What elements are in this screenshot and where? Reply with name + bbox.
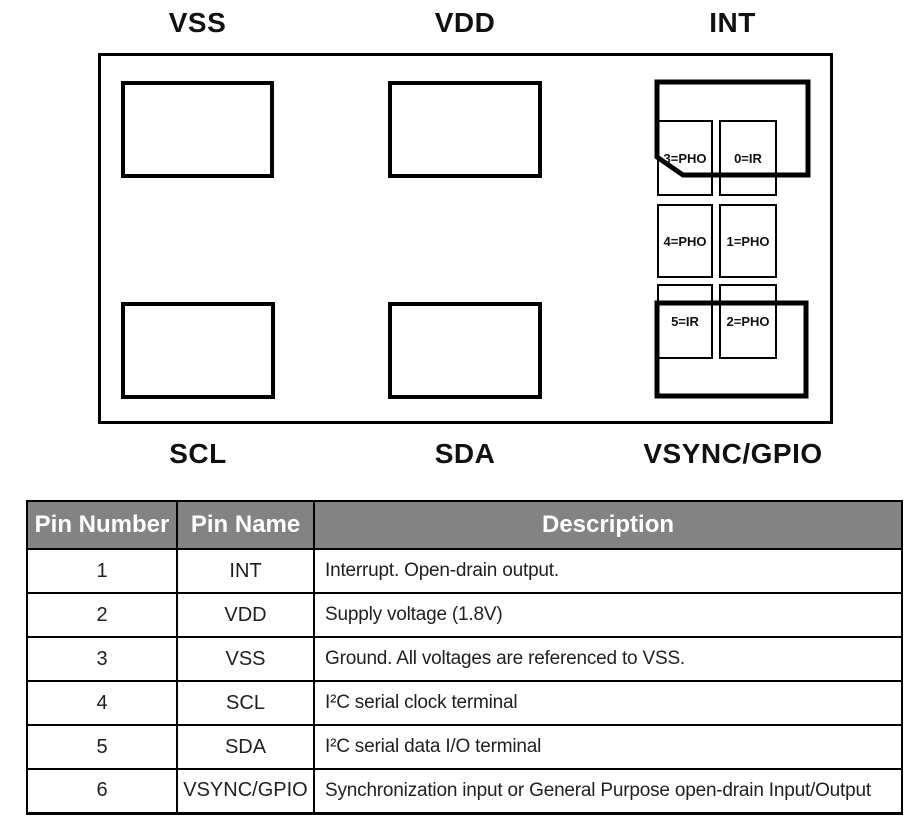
pin-name-cell: SDA [176,724,315,770]
pin-number-cell: 5 [26,724,178,770]
chip-outline [98,53,833,424]
table-header-row: Pin Number Pin Name Description [26,500,903,550]
sensor-cell-0ir: 0=IR [719,120,777,196]
sda-pad [388,302,542,399]
pin-description-table: Pin Number Pin Name Description 1 INT In… [26,500,903,815]
sensor-cell-3pho: 3=PHO [657,120,713,196]
pin-name-cell: VSYNC/GPIO [176,768,315,814]
table-row: 3 VSS Ground. All voltages are reference… [26,636,903,682]
sensor-cell-label: 0=IR [734,150,762,166]
description-cell: I²C serial clock terminal [313,680,903,726]
pin-name-cell: VDD [176,592,315,638]
table-row: 6 VSYNC/GPIO Synchronization input or Ge… [26,768,903,814]
pin-number-header: Pin Number [26,500,178,550]
sensor-cell-label: 5=IR [671,314,699,329]
vdd-pad [388,81,542,178]
description-cell: Ground. All voltages are referenced to V… [313,636,903,682]
description-cell: I²C serial data I/O terminal [313,724,903,770]
vss-pad [121,81,274,178]
pinout-diagram: VSS VDD INT SCL SDA VSYNC/GPIO 3=PHO 0=I… [98,7,833,469]
int-pad-label: INT [709,7,756,38]
sensor-cell-1pho: 1=PHO [719,204,777,278]
sensor-cell-label: 3=PHO [663,150,707,166]
pin-name-cell: VSS [176,636,315,682]
table-row: 2 VDD Supply voltage (1.8V) [26,592,903,638]
table-row: 4 SCL I²C serial clock terminal [26,680,903,726]
pin-name-header: Pin Name [176,500,315,550]
sda-pad-label: SDA [434,438,496,469]
table-row: 5 SDA I²C serial data I/O terminal [26,724,903,770]
pin-number-cell: 4 [26,680,178,726]
vsync-gpio-pad-label: VSYNC/GPIO [643,438,823,469]
description-header: Description [313,500,903,550]
scl-pad-label: SCL [169,438,227,469]
pin-number-cell: 2 [26,592,178,638]
sensor-cell-label: 1=PHO [726,233,770,249]
table-row: 1 INT Interrupt. Open-drain output. [26,548,903,594]
scl-pad [121,302,275,399]
description-cell: Interrupt. Open-drain output. [313,548,903,594]
sensor-cell-label: 4=PHO [663,233,707,249]
sensor-cell-label: 2=PHO [726,314,770,329]
sensor-cell-2pho: 2=PHO [719,284,777,359]
description-cell: Synchronization input or General Purpose… [313,768,903,814]
vdd-pad-label: VDD [434,7,496,38]
pin-number-cell: 6 [26,768,178,814]
pin-number-cell: 3 [26,636,178,682]
chip-diagram-drawing [98,53,833,424]
pin-number-cell: 1 [26,548,178,594]
pin-name-cell: SCL [176,680,315,726]
vss-pad-label: VSS [168,7,227,38]
sensor-cell-5ir: 5=IR [657,284,713,359]
sensor-cell-4pho: 4=PHO [657,204,713,278]
description-cell: Supply voltage (1.8V) [313,592,903,638]
pin-name-cell: INT [176,548,315,594]
